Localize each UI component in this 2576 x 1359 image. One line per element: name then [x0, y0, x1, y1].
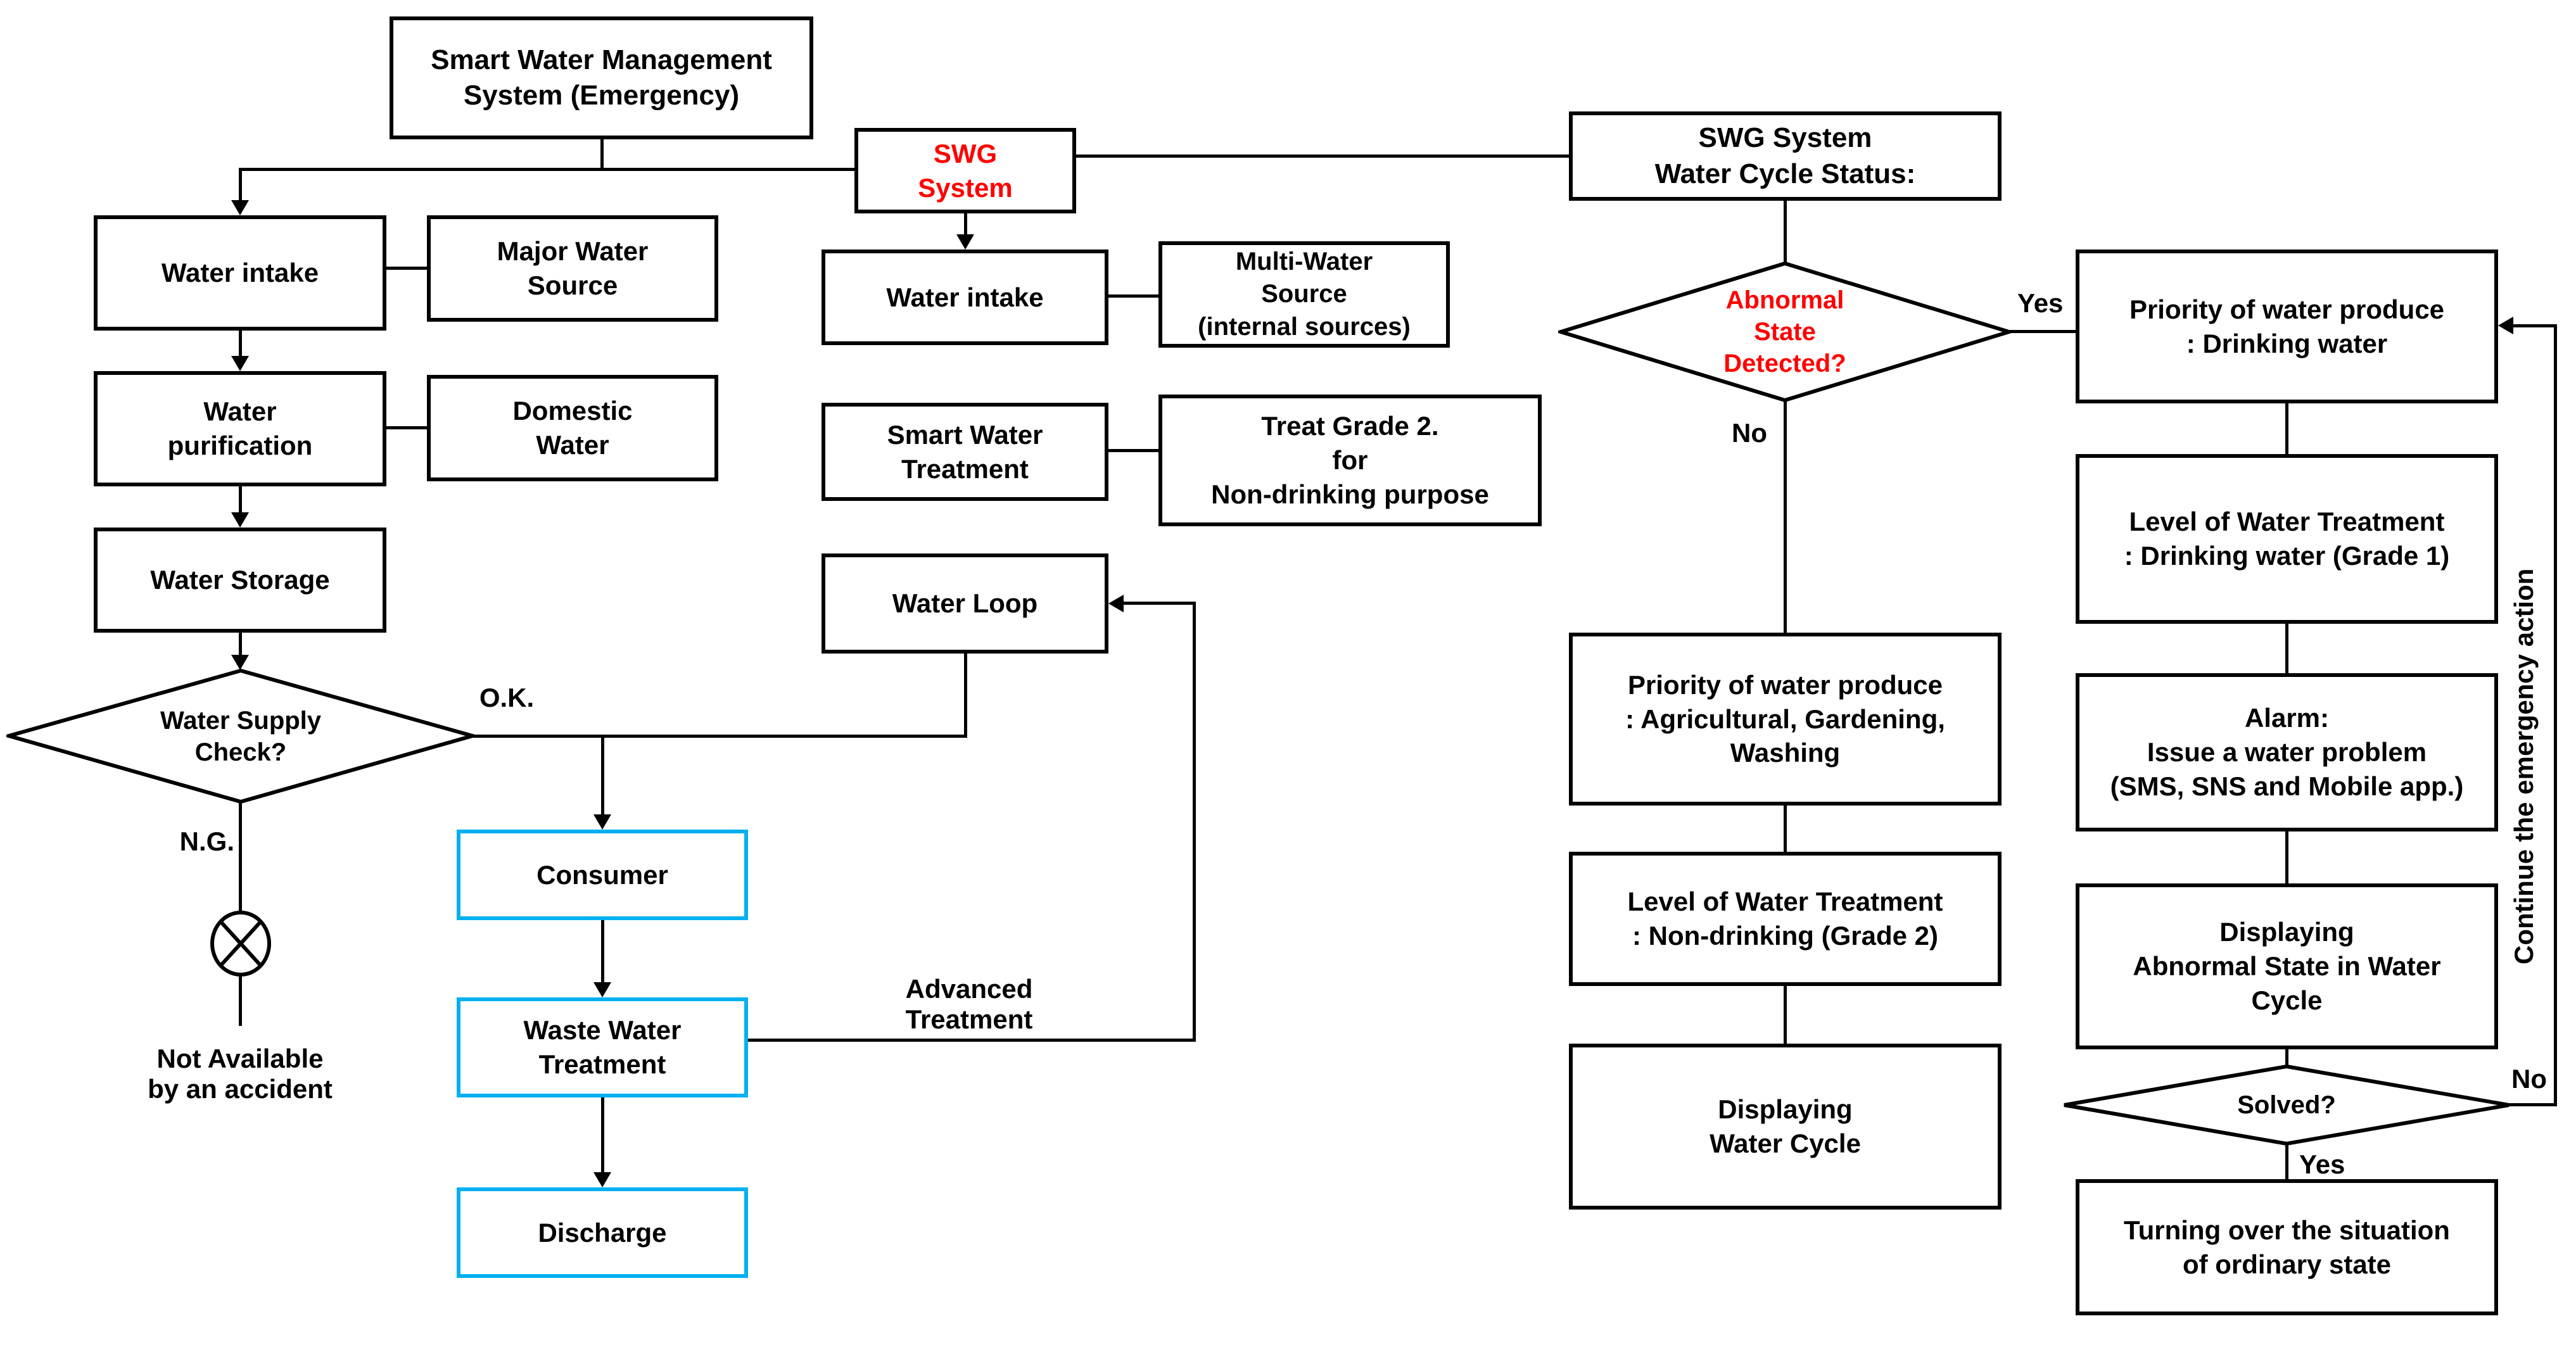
- decision-solved: Solved?: [2062, 1064, 2511, 1146]
- connector-no-solved: [2509, 1103, 2557, 1106]
- connector-intake-majorsource: [386, 267, 427, 270]
- node-major-water-source: Major Water Source: [427, 215, 718, 322]
- connector-alarm-displaying: [2285, 831, 2288, 883]
- connector-consumer-wwt: [601, 920, 604, 983]
- connector-swg-to-status: [1076, 155, 1569, 158]
- arrowhead-supply-check: [231, 655, 249, 670]
- label-continue-emergency: Continue the emergency action: [2509, 568, 2539, 964]
- arrowhead-storage: [231, 512, 249, 528]
- connector-storage-check: [239, 633, 242, 656]
- node-treat-grade2: Treat Grade 2. for Non-drinking purpose: [1158, 395, 1542, 526]
- node-discharge: Discharge: [457, 1187, 748, 1278]
- connector-to-water-intake-left: [239, 168, 242, 201]
- connector-level-alarm: [2285, 624, 2288, 673]
- connector-purification-storage: [239, 486, 242, 514]
- node-displaying-water-cycle: Displaying Water Cycle: [1569, 1044, 2002, 1210]
- connector-feedback-top: [2512, 324, 2557, 327]
- node-priority-agricultural: Priority of water produce : Agricultural…: [1569, 633, 2002, 806]
- connector-wwt-discharge: [601, 1097, 604, 1173]
- node-water-intake-left: Water intake: [94, 215, 386, 331]
- connector-solved-turning: [2285, 1144, 2288, 1179]
- label-ng: N.G.: [179, 826, 234, 856]
- node-swg-system: SWG System: [854, 128, 1076, 213]
- node-alarm: Alarm: Issue a water problem (SMS, SNS a…: [2076, 673, 2498, 831]
- node-level-non-drinking: Level of Water Treatment : Non-drinking …: [1569, 852, 2002, 986]
- arrowhead-purification: [231, 356, 249, 371]
- connector-level-displaying: [1784, 986, 1787, 1044]
- arrowhead-priority-drinking: [2498, 317, 2513, 334]
- connector-advanced-vertical: [1193, 602, 1196, 1042]
- node-waste-water-treatment: Waste Water Treatment: [457, 997, 748, 1097]
- connector-waterloop-down: [964, 654, 967, 738]
- connector-title-drop: [600, 139, 604, 171]
- arrowhead-water-intake-left: [231, 200, 249, 215]
- node-priority-drinking: Priority of water produce : Drinking wat…: [2076, 250, 2498, 403]
- arrowhead-waterloop: [1108, 595, 1124, 612]
- label-no-abnormal: No: [1732, 418, 1767, 448]
- node-water-intake-mid: Water intake: [822, 250, 1108, 345]
- label-not-available: Not Available by an accident: [148, 1044, 333, 1104]
- node-consumer: Consumer: [457, 830, 748, 920]
- label-yes-solved: Yes: [2299, 1149, 2345, 1179]
- label-yes-abnormal: Yes: [2017, 288, 2064, 318]
- node-multi-water-source: Multi-Water Source (internal sources): [1158, 241, 1450, 348]
- arrowhead-wwt: [593, 982, 611, 997]
- connector-swg-down: [964, 213, 967, 236]
- decision-abnormal-state-label: Abnormal State Detected?: [1723, 286, 1846, 377]
- node-smart-water-treatment: Smart Water Treatment: [822, 403, 1108, 501]
- label-advanced-treatment: Advanced Treatment: [905, 974, 1033, 1034]
- node-turning-over: Turning over the situation of ordinary s…: [2076, 1179, 2498, 1315]
- label-ok: O.K.: [479, 683, 535, 712]
- connector-intake-multisource: [1108, 294, 1158, 298]
- connector-advanced-top: [1122, 602, 1196, 605]
- connector-displaying-solved: [2285, 1049, 2288, 1066]
- node-level-drinking: Level of Water Treatment : Drinking wate…: [2076, 454, 2498, 624]
- node-water-loop: Water Loop: [822, 553, 1108, 654]
- arrowhead-water-intake-mid: [956, 234, 974, 250]
- node-water-purification: Water purification: [94, 371, 386, 486]
- connector-agri-level: [1784, 806, 1787, 852]
- connector-purification-domestic: [386, 426, 427, 429]
- connector-title-horizontal: [239, 168, 856, 171]
- decision-solved-label: Solved?: [2237, 1091, 2336, 1119]
- connector-intake-purification: [239, 331, 242, 357]
- decision-abnormal-state: Abnormal State Detected?: [1558, 261, 2012, 403]
- label-no-solved: No: [2511, 1064, 2547, 1094]
- connector-status-abnormal: [1784, 201, 1787, 264]
- connector-yes-abnormal: [2010, 330, 2076, 333]
- node-swg-status: SWG System Water Cycle Status:: [1569, 111, 2002, 201]
- connector-advanced-horizontal: [748, 1039, 1196, 1042]
- ng-junction-icon: [209, 911, 272, 977]
- decision-water-supply-check: Water Supply Check?: [6, 668, 475, 804]
- arrowhead-consumer: [593, 814, 611, 830]
- connector-ng-down: [239, 802, 242, 912]
- node-displaying-abnormal: Displaying Abnormal State in Water Cycle: [2076, 883, 2498, 1049]
- connector-no-abnormal: [1784, 400, 1787, 633]
- connector-to-consumer: [601, 735, 604, 816]
- connector-ok-horizontal: [471, 735, 967, 738]
- arrowhead-discharge: [593, 1172, 611, 1187]
- connector-ng-tail: [239, 975, 242, 1026]
- node-water-storage: Water Storage: [94, 528, 386, 633]
- connector-drink-level: [2285, 403, 2288, 454]
- node-title: Smart Water Management System (Emergency…: [390, 16, 813, 139]
- connector-smart-treatgrade: [1108, 449, 1158, 452]
- connector-feedback-vertical: [2554, 324, 2557, 1106]
- node-domestic-water: Domestic Water: [427, 375, 718, 481]
- decision-water-supply-check-label: Water Supply Check?: [160, 706, 322, 766]
